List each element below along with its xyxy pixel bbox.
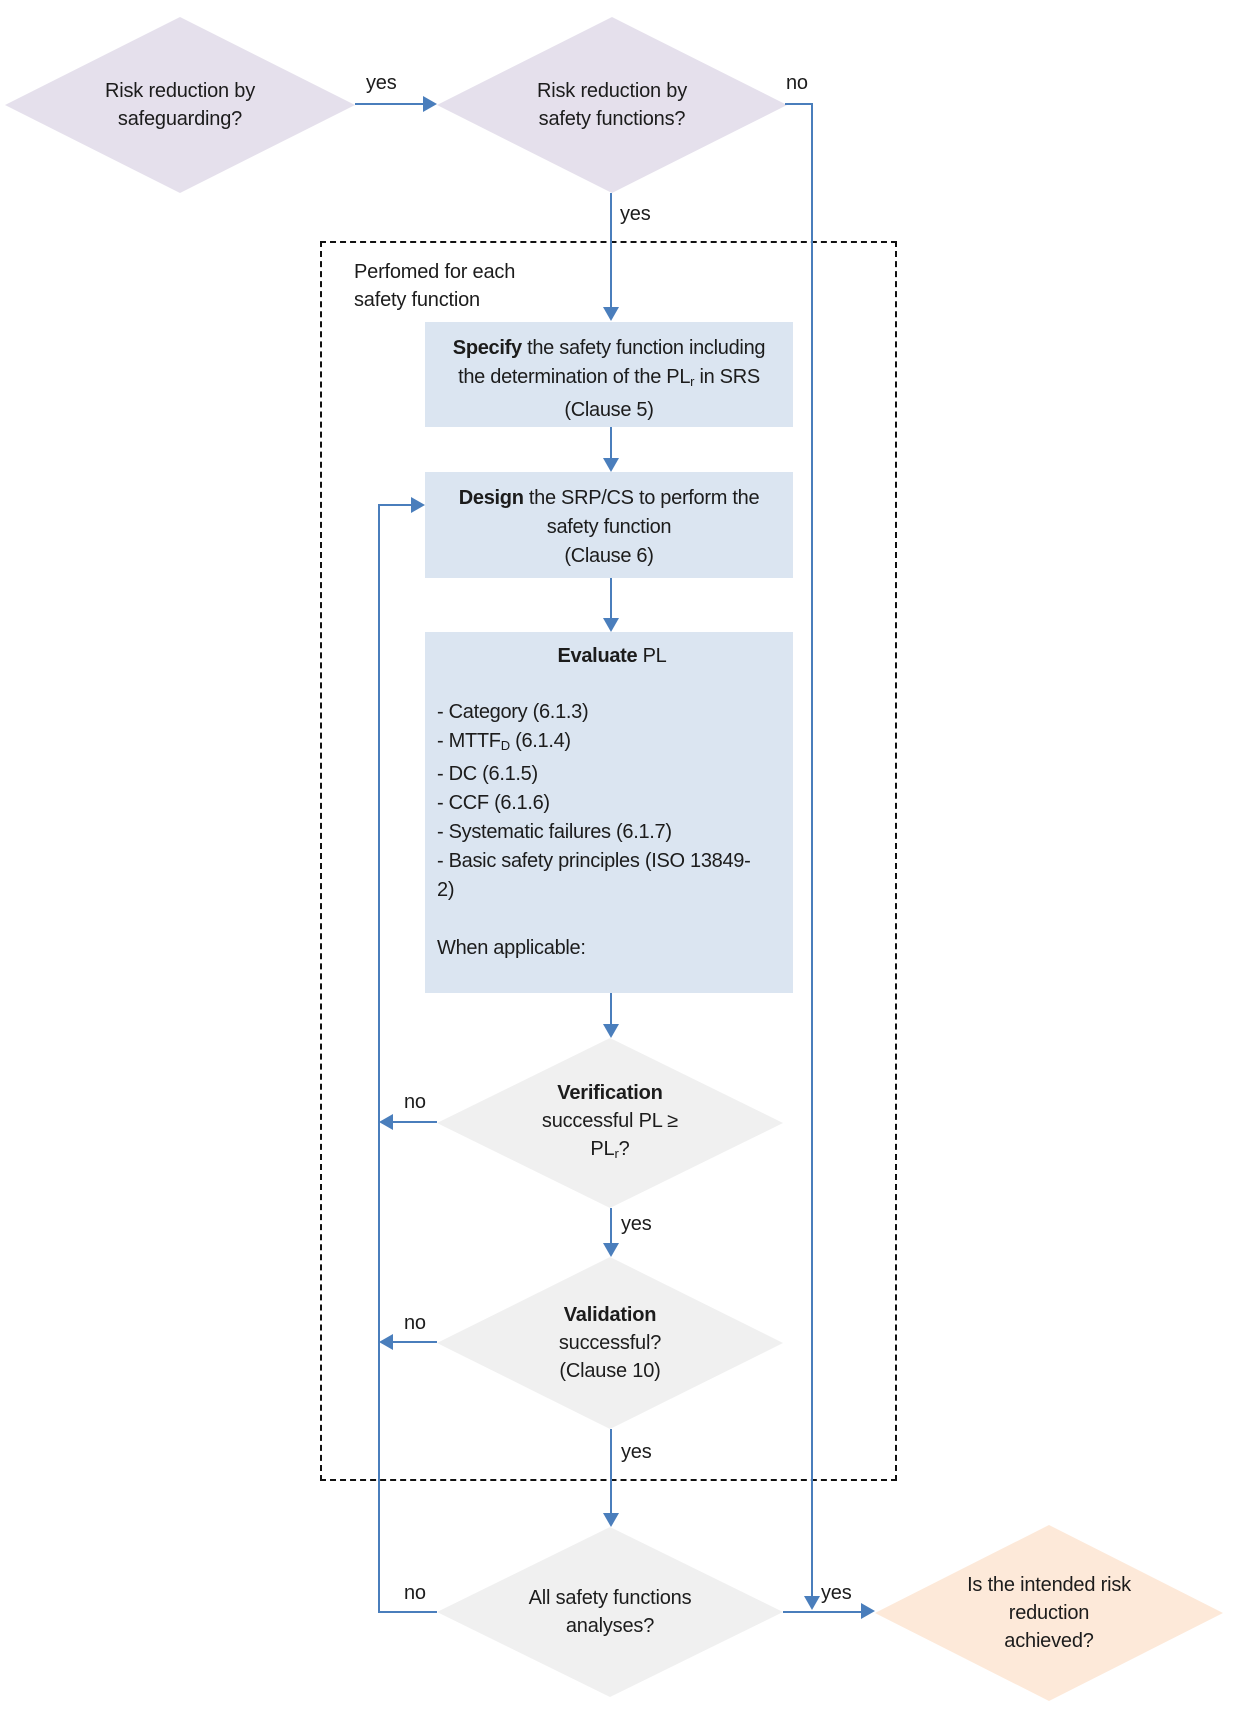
connector-evaluate-verification <box>610 993 612 1024</box>
decision-all-sf-line2: analyses? <box>565 1615 655 1637</box>
evaluate-item-text: (6.1.4) <box>509 730 571 752</box>
process-specify-line1: Specify the safety function including <box>425 322 793 363</box>
decision-validation-line1: Validation <box>563 1304 657 1326</box>
label-yes: yes <box>621 1441 652 1463</box>
arrowhead-right-icon <box>861 1603 875 1619</box>
loop-region-label-line2: safety function <box>354 289 480 311</box>
decision-validation-line3: (Clause 10) <box>559 1360 661 1382</box>
process-specify-line2: the determination of the PLr in SRS <box>425 363 793 396</box>
connector-safeguarding-yes <box>355 103 423 105</box>
evaluate-item-systematic: - Systematic failures (6.1.7) <box>437 821 672 843</box>
loop-region-label: Perfomed for each safety function <box>354 258 574 314</box>
process-design-keyword: Design <box>458 487 524 509</box>
arrowhead-left-icon <box>379 1334 393 1350</box>
arrowhead-left-icon <box>379 1114 393 1130</box>
arrowhead-right-icon <box>423 96 437 112</box>
process-evaluate-pl: Evaluate PL - Category (6.1.3) - MTTFD (… <box>425 632 793 993</box>
decision-risk-reduction-safety-functions: Risk reduction by safety functions? <box>437 17 787 193</box>
process-design-line1: Design the SRP/CS to perform the <box>425 472 793 513</box>
decision-text: Risk reduction by <box>105 80 255 102</box>
connector-allsf-no <box>378 1611 437 1613</box>
label-no: no <box>404 1091 426 1113</box>
connector-sf-no-horizontal <box>785 103 813 105</box>
evaluate-item-basic-principles-wrap: 2) <box>437 879 455 901</box>
process-specify-text: in SRS <box>694 366 760 388</box>
process-specify-line3: (Clause 5) <box>564 399 654 421</box>
process-specify-text: the safety function including <box>521 337 766 359</box>
process-design-line3: (Clause 6) <box>564 545 654 567</box>
connector-loop-into-design <box>378 504 411 506</box>
decision-intended-line1: Is the intended risk <box>967 1574 1131 1596</box>
process-design-text: the SRP/CS to perform the <box>523 487 760 509</box>
evaluate-item-dc: - DC (6.1.5) <box>437 763 538 785</box>
loop-region-label-line1: Perfomed for each <box>354 261 516 283</box>
label-yes: yes <box>366 72 397 94</box>
decision-verification-line1: Verification <box>557 1081 663 1104</box>
process-specify-keyword: Specify <box>452 337 522 359</box>
decision-verification-text: ? <box>618 1137 630 1160</box>
decision-text: safeguarding? <box>117 108 243 130</box>
arrowhead-down-icon <box>603 1243 619 1257</box>
decision-verification-text: PL <box>590 1137 615 1160</box>
label-yes: yes <box>620 203 651 225</box>
decision-intended-line3: achieved? <box>1004 1630 1094 1652</box>
connector-specify-design <box>610 427 612 458</box>
arrowhead-right-icon <box>411 497 425 513</box>
decision-all-sf-line1: All safety functions <box>528 1587 692 1609</box>
label-yes: yes <box>621 1213 652 1235</box>
decision-verification-line3: PLr? <box>590 1135 629 1168</box>
decision-text: Risk reduction by <box>537 80 687 102</box>
connector-validation-no <box>393 1341 437 1343</box>
arrowhead-down-icon <box>603 618 619 632</box>
process-design-line2: safety function <box>546 516 672 538</box>
connector-verification-no <box>393 1121 437 1123</box>
process-specify-text: the determination of the PL <box>458 366 691 388</box>
decision-risk-reduction-safeguarding: Risk reduction by safeguarding? <box>5 17 355 193</box>
decision-all-safety-functions: All safety functions analyses? <box>437 1527 783 1697</box>
subscript-d: D <box>500 738 510 753</box>
connector-design-evaluate <box>610 578 612 618</box>
connector-allsf-yes <box>783 1611 861 1613</box>
decision-text: safety functions? <box>538 108 686 130</box>
decision-intended-line2: reduction <box>1008 1602 1090 1624</box>
decision-intended-risk-reduction: Is the intended risk reduction achieved? <box>875 1525 1223 1701</box>
connector-verification-yes <box>610 1208 612 1243</box>
decision-verification-line2: successful PL ≥ <box>541 1109 679 1132</box>
process-evaluate-title-text: PL <box>637 645 667 667</box>
process-evaluate-title: Evaluate PL <box>437 642 787 671</box>
evaluate-item-well-tried: - Well-tried safety principles (3.1.49) <box>437 992 787 993</box>
evaluate-item-mttfd: - MTTFD (6.1.4) <box>437 727 787 760</box>
label-no: no <box>786 72 808 94</box>
label-yes: yes <box>821 1582 852 1604</box>
label-no: no <box>404 1582 426 1604</box>
process-evaluate-keyword: Evaluate <box>557 645 638 667</box>
evaluate-item-category: - Category (6.1.3) <box>437 701 589 723</box>
arrowhead-down-icon <box>603 458 619 472</box>
evaluate-item-text: - MTTF <box>437 730 501 752</box>
decision-validation-line2: successful? <box>558 1332 662 1354</box>
subscript-r: r <box>690 374 695 389</box>
evaluate-when-applicable: When applicable: <box>437 937 586 959</box>
arrowhead-down-icon <box>603 307 619 321</box>
connector-validation-yes <box>610 1429 612 1518</box>
connector-loop-left-vertical <box>378 504 380 1613</box>
arrowhead-down-icon <box>804 1596 820 1610</box>
connector-sf-no-vertical <box>811 103 813 1596</box>
evaluate-item-ccf: - CCF (6.1.6) <box>437 792 550 814</box>
connector-sf-yes <box>610 193 612 307</box>
label-no: no <box>404 1312 426 1334</box>
process-specify: Specify the safety function including th… <box>425 322 793 427</box>
process-design: Design the SRP/CS to perform the safety … <box>425 472 793 578</box>
arrowhead-down-icon <box>603 1513 619 1527</box>
arrowhead-down-icon <box>603 1024 619 1038</box>
per-safety-function-region <box>320 241 897 1481</box>
evaluate-item-basic-principles: - Basic safety principles (ISO 13849- <box>437 850 751 872</box>
subscript-r: r <box>614 1145 619 1161</box>
